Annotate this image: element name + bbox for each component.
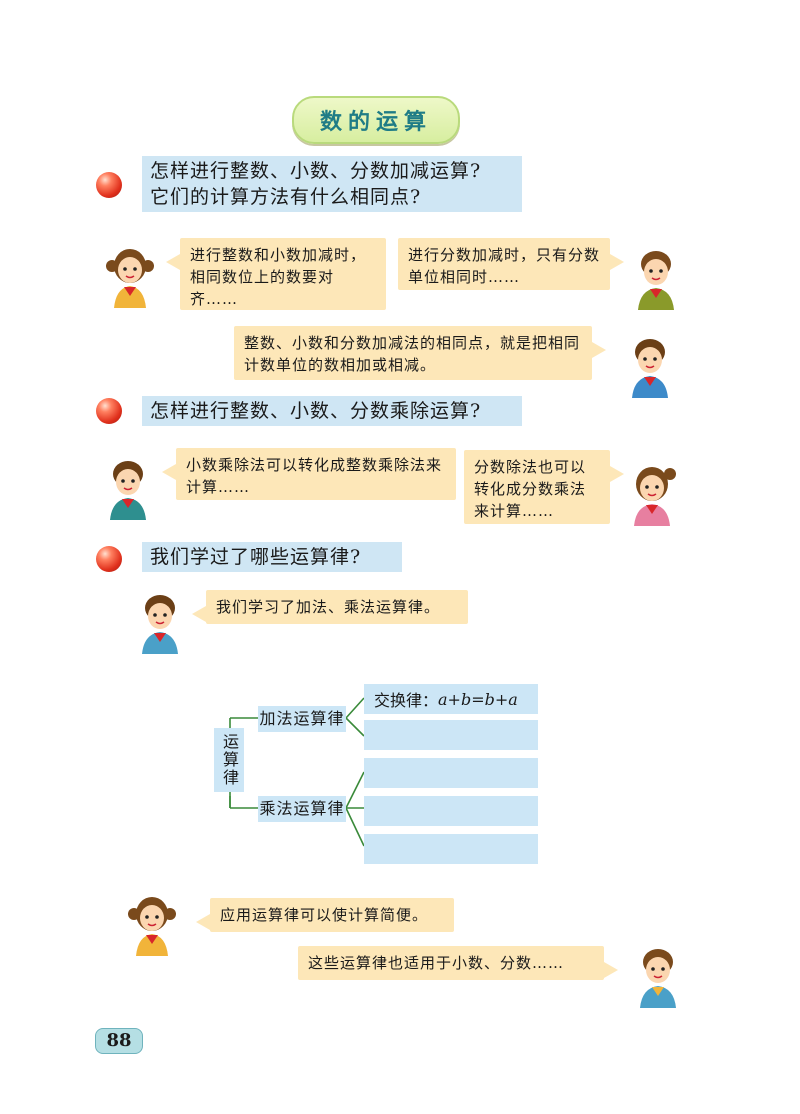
addition-law-blank-box[interactable] [364,720,538,750]
multiplication-law-blank-box-1[interactable] [364,758,538,788]
multiplication-laws-label: 乘法运算律 [258,796,346,822]
speech-bubble-4: 小数乘除法可以转化成整数乘除法来计算…… [162,448,456,500]
red-ball-icon [96,398,122,424]
question-3: 我们学过了哪些运算律? [142,542,402,572]
boy-character-icon [638,251,674,310]
addition-laws-label: 加法运算律 [258,706,346,732]
question-1-line-2: 它们的计算方法有什么相同点? [150,186,422,208]
red-ball-icon [96,172,122,198]
page-title: 数的运算 [292,96,460,144]
root-label: 运算律 [220,733,239,787]
commutative-law-box: 交换律： a+b=b+a [364,684,538,714]
question-1: 怎样进行整数、小数、分数加减运算? 它们的计算方法有什么相同点? [142,156,522,212]
girl-character-icon [106,249,154,308]
boy-character-icon [632,339,668,398]
page-number: 88 [95,1028,143,1054]
speech-bubble-2: 进行分数加减时，只有分数单位相同时…… [398,238,624,290]
question-2: 怎样进行整数、小数、分数乘除运算? [142,396,522,426]
girl-character-icon [634,467,676,526]
speech-bubble-5: 分数除法也可以转化成分数乘法来计算…… [464,450,624,524]
speech-bubble-7: 应用运算律可以使计算简便。 [196,898,454,932]
red-ball-icon [96,546,122,572]
speech-bubble-6: 我们学习了加法、乘法运算律。 [192,590,468,624]
multiplication-law-blank-box-2[interactable] [364,796,538,826]
speech-bubble-1: 进行整数和小数加减时，相同数位上的数要对齐…… [166,238,386,310]
boy-character-icon [142,595,178,654]
boy-character-icon [110,461,146,520]
commutative-law-formula: a+b=b+a [438,689,518,709]
question-1-line-1: 怎样进行整数、小数、分数加减运算? [150,160,482,182]
root-label-box: 运算律 [214,728,244,792]
boy-character-icon [640,949,676,1008]
speech-bubble-8: 这些运算律也适用于小数、分数…… [298,946,618,980]
speech-bubble-3: 整数、小数和分数加减法的相同点，就是把相同计数单位的数相加或相减。 [234,326,606,380]
commutative-law-label: 交换律： [374,691,439,710]
girl-character-icon [128,897,176,956]
multiplication-law-blank-box-3[interactable] [364,834,538,864]
